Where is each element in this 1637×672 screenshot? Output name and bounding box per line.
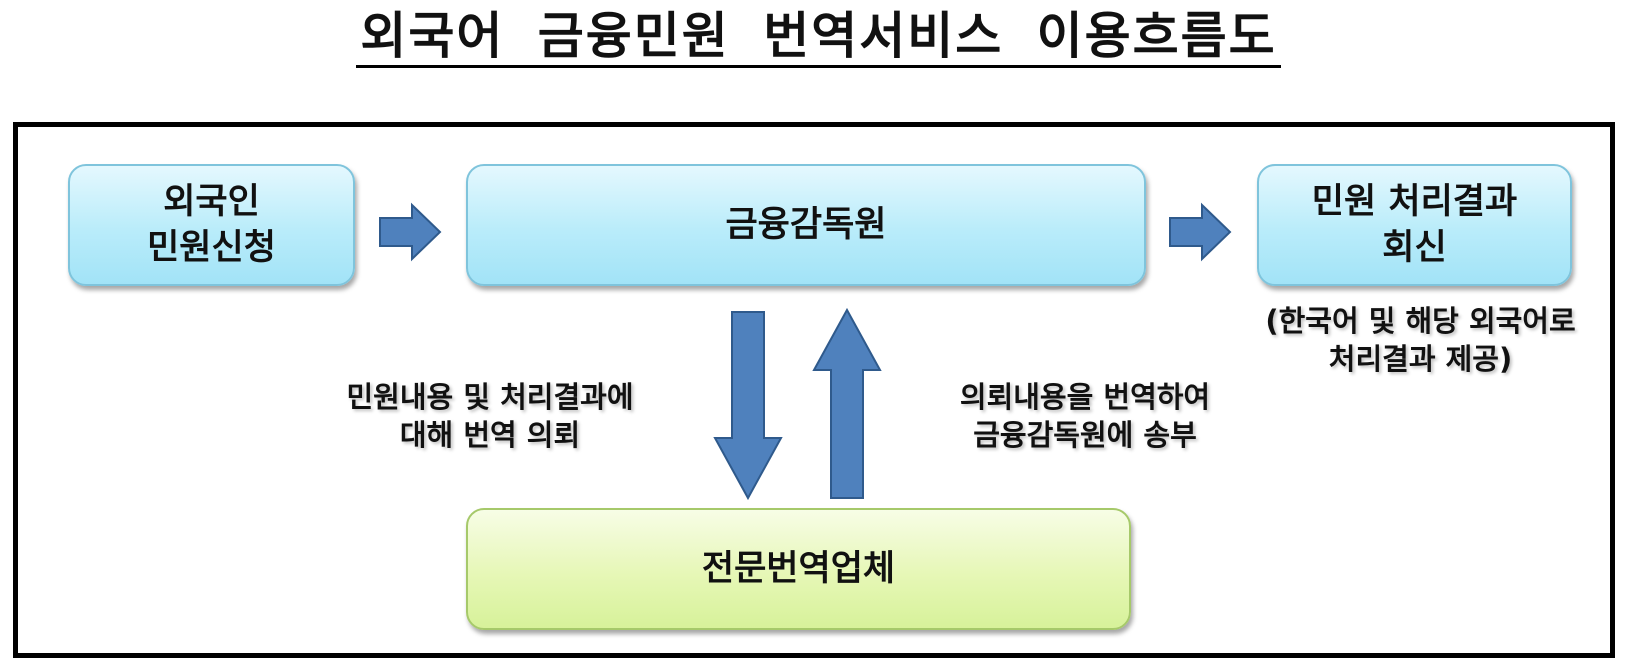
node-translation-agency: 전문번역업체: [466, 508, 1131, 630]
diagram-frame: [13, 122, 1615, 658]
note-result-languages: (한국어 및 해당 외국어로 처리결과 제공): [1265, 304, 1576, 376]
diagram-title-text: 외국어 금융민원 번역서비스 이용흐름도: [356, 7, 1281, 68]
node-fss: 금융감독원: [466, 164, 1146, 286]
arrow-right-to-result-icon: [1169, 202, 1232, 262]
node-result-reply: 민원 처리결과 회신: [1257, 164, 1572, 286]
arrow-up-to-fss-icon: [812, 307, 882, 499]
diagram-title: 외국어 금융민원 번역서비스 이용흐름도: [0, 4, 1637, 68]
note-translation-request: 민원내용 및 처리결과에 대해 번역 의뢰: [346, 380, 634, 452]
note-translation-return: 의뢰내용을 번역하여 금융감독원에 송부: [959, 380, 1211, 452]
node-foreigner-application: 외국인 민원신청: [68, 164, 355, 286]
arrow-right-to-fss-icon: [379, 202, 442, 262]
arrow-down-to-agency-icon: [713, 311, 783, 501]
